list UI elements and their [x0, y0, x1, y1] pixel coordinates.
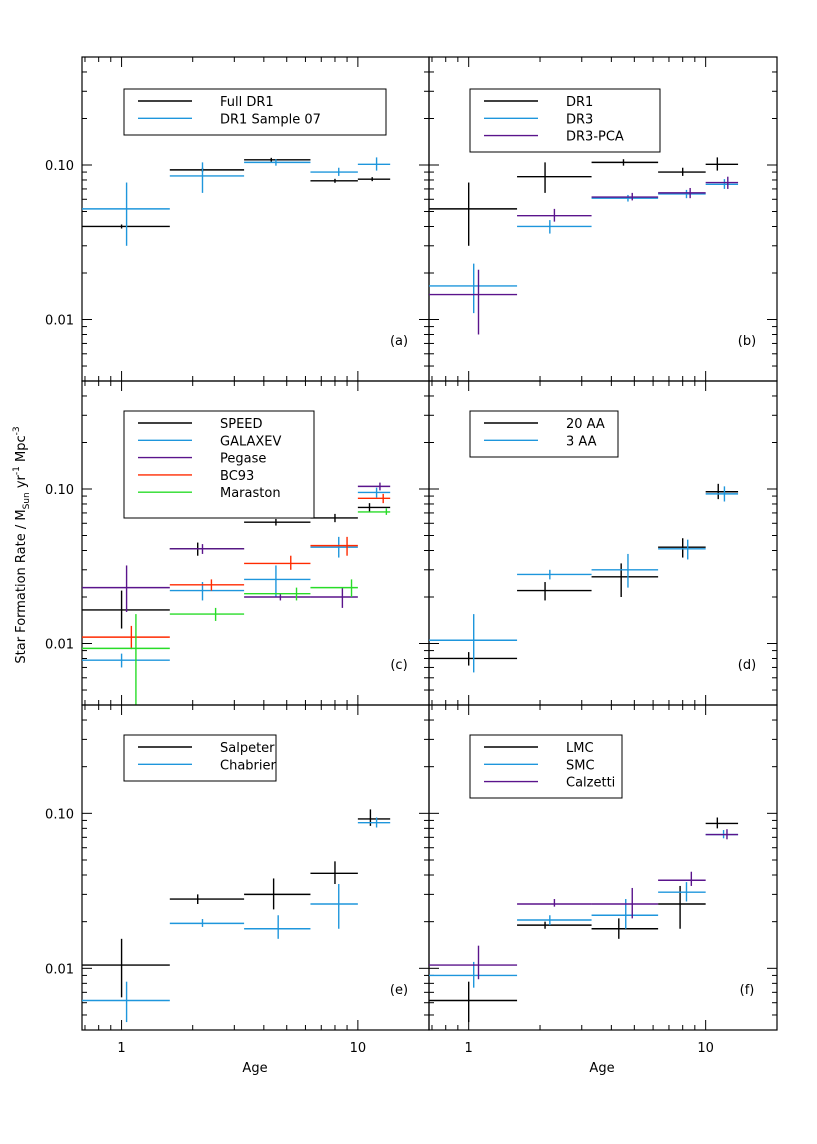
- y-tick-label: 0.01: [45, 638, 74, 653]
- x-tick-label: 1: [465, 1041, 473, 1056]
- legend-box: [469, 88, 661, 153]
- panel-label: (c): [390, 658, 407, 673]
- legend-label: 20 AA: [566, 417, 605, 432]
- y-tick-label: 0.10: [45, 807, 74, 822]
- y-tick-label: 0.01: [45, 314, 74, 329]
- y-axis-label: Star Formation Rate / MSun yr-1 Mpc-3: [12, 426, 32, 663]
- legend-box: [123, 410, 315, 519]
- y-tick-label: 0.10: [45, 483, 74, 498]
- legend-label: DR1: [566, 95, 593, 110]
- legend-label: DR3: [566, 112, 593, 127]
- legend-box: [123, 88, 387, 136]
- legend-label: LMC: [566, 741, 594, 756]
- y-tick-label: 0.10: [45, 159, 74, 174]
- panel-label: (e): [390, 983, 408, 998]
- x-tick-label: 10: [697, 1041, 714, 1056]
- panel-label: (d): [738, 658, 756, 673]
- legend-label: Salpeter: [220, 741, 275, 756]
- panel-label: (a): [390, 334, 408, 349]
- legend-label: GALAXEV: [220, 434, 282, 449]
- legend-label: Full DR1: [220, 95, 274, 110]
- x-tick-label: 1: [117, 1041, 125, 1056]
- legend-label: Maraston: [220, 486, 281, 501]
- x-axis-label-left: Age: [242, 1061, 267, 1076]
- panel-3: 20 AA 3 AA (d): [428, 380, 778, 706]
- legend-label: BC93: [220, 469, 254, 484]
- legend-label: DR1 Sample 07: [220, 112, 321, 127]
- legend-label: Chabrier: [220, 758, 276, 773]
- panel-frame: [428, 704, 778, 1031]
- legend-box: [469, 734, 623, 799]
- legend-box: [123, 734, 277, 782]
- legend-label: DR3-PCA: [566, 130, 624, 145]
- legend-box: [469, 410, 619, 458]
- legend-label: 3 AA: [566, 434, 597, 449]
- panel-label: (b): [738, 334, 756, 349]
- legend-label: SPEED: [220, 417, 263, 432]
- legend-label: SMC: [566, 758, 595, 773]
- x-tick-label: 10: [350, 1041, 367, 1056]
- x-axis-label-right: Age: [589, 1061, 614, 1076]
- legend-label: Calzetti: [566, 776, 615, 791]
- y-tick-label: 0.01: [45, 962, 74, 977]
- legend-label: Pegase: [220, 452, 266, 467]
- panel-5: 1 10 LMC SMC Calzetti (f): [428, 704, 778, 1056]
- panel-label: (f): [740, 983, 755, 998]
